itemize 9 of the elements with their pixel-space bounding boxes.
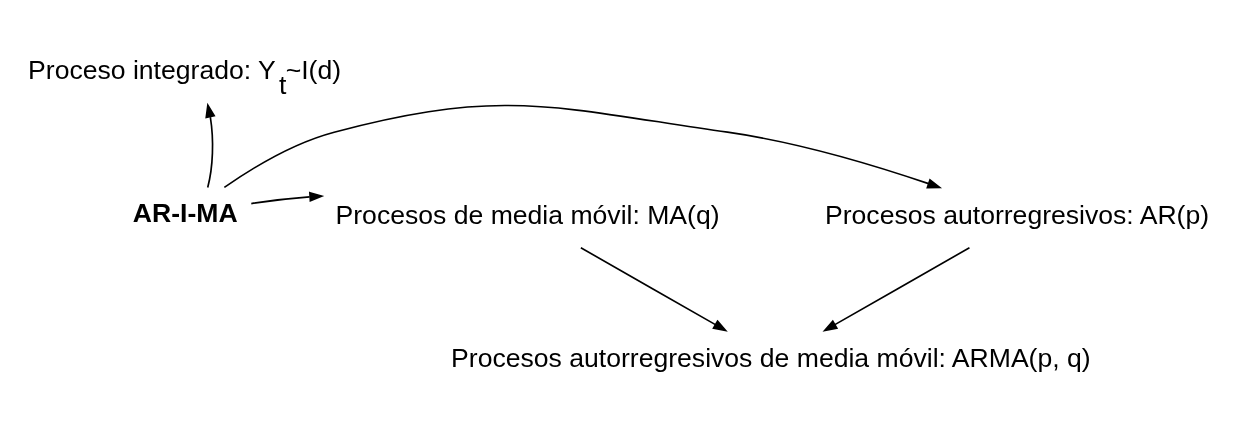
node-text: Procesos de media móvil: MA(q) — [335, 199, 720, 230]
arrow — [205, 102, 216, 189]
node-text: Procesos autorregresivos de media móvil: ARMA(p, q) — [451, 342, 1091, 373]
arrow — [822, 246, 971, 332]
node-text: Procesos autorregresivos: AR(p) — [825, 199, 1210, 230]
arrow — [223, 104, 943, 189]
arrow — [250, 191, 325, 205]
node-text: AR-I-MA — [132, 198, 238, 229]
arrow — [580, 246, 728, 332]
